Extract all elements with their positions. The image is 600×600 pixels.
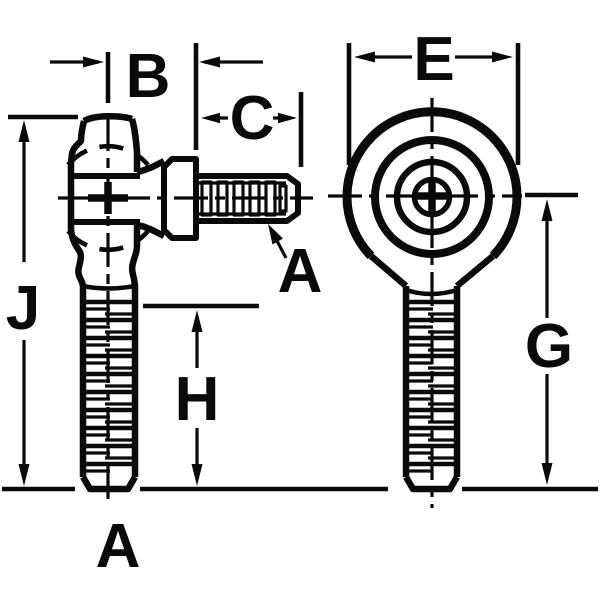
dimension-e: E [346, 25, 521, 165]
j-arrow-up-head [18, 120, 30, 142]
ball-dashed-arc-top [66, 143, 150, 167]
front-thread-bars-left [408, 307, 433, 473]
dimension-c: C [201, 84, 304, 167]
b-arrow-left-head [83, 56, 104, 68]
h-arrow-up-head [191, 310, 203, 332]
dimension-label-h: H [175, 365, 220, 434]
dimension-label-c: C [230, 84, 275, 153]
shank-tip-chamfer [80, 475, 138, 493]
shank-thread-rungs [84, 299, 134, 467]
dimension-h: H [143, 303, 259, 486]
ball-stud [136, 156, 301, 241]
dimension-label-e: E [413, 25, 454, 94]
g-arrow-up-head [541, 199, 553, 221]
g-arrow-down-head [541, 463, 553, 485]
race-outer-circle [371, 136, 493, 258]
front-thread-bars-right [428, 312, 455, 460]
stud-neck-top [136, 158, 166, 176]
front-shank-tip-chamfer [403, 475, 460, 493]
ball-circle [393, 158, 471, 236]
e-arrow-left-head [354, 51, 375, 63]
c-arrow-left-head [201, 112, 220, 124]
dimension-b: B [50, 42, 263, 150]
front-thread-rungs [407, 299, 456, 467]
callout-label-a-stud: A [278, 237, 323, 306]
rod-end-front-view [342, 107, 522, 493]
dimension-label-b: B [126, 42, 171, 111]
body-right-edge-lower [128, 225, 141, 477]
dimension-label-g: G [525, 312, 573, 381]
callout-label-a-shank: A [96, 512, 141, 581]
stud-thread-body [196, 173, 301, 224]
dimension-g: G [525, 192, 578, 485]
c-arrow-right-head [278, 112, 297, 124]
callout-a-stud: A [268, 224, 322, 306]
shank-shoulder-line [82, 283, 136, 291]
callout-a-shank: A [96, 512, 141, 581]
j-arrow-down-head [18, 464, 30, 486]
front-shank-shoulder [405, 287, 458, 297]
body-right-edge-upper [128, 118, 141, 172]
stud-thread-slots [200, 180, 288, 217]
b-arrow-right-head [199, 56, 220, 68]
dimension-label-j: J [6, 274, 40, 343]
shank-thread-bars-left [85, 307, 110, 473]
stud-neck-bottom [136, 221, 166, 239]
front-shank-edges [402, 286, 461, 477]
head-outer-outline [342, 107, 522, 260]
body-left-edge [67, 120, 88, 477]
shank-thread-bars-right [105, 312, 133, 460]
e-arrow-right-head [492, 51, 513, 63]
head-to-shank-transition [368, 253, 496, 289]
stud-hex-flange [161, 156, 199, 241]
a-stud-leader-head [268, 224, 283, 245]
ball-dashed-arc-bottom [66, 229, 150, 253]
rod-end-side-view [66, 113, 301, 493]
dimension-j: J [6, 114, 78, 486]
h-arrow-down-head [191, 464, 203, 486]
body-top-edge [82, 113, 134, 124]
